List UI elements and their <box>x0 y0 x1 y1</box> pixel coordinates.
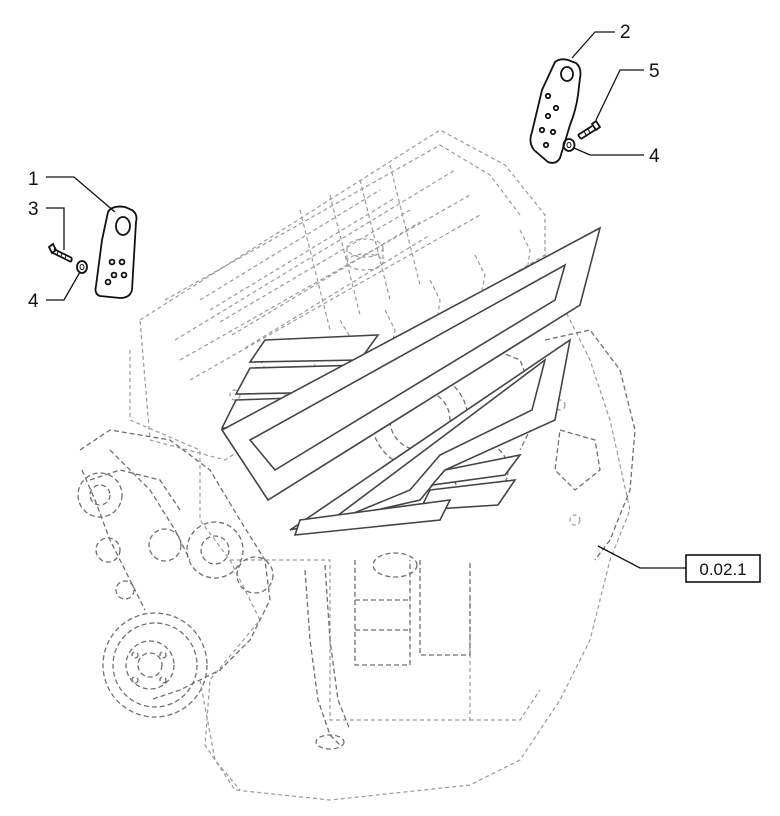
reference-box[interactable] <box>685 554 761 583</box>
bolt-part-5 <box>577 119 602 140</box>
callout-4-left: 4 <box>28 291 39 312</box>
washer-part-4-right <box>562 138 576 152</box>
callout-4-right: 4 <box>649 146 660 167</box>
washer-part-4-left <box>76 260 88 274</box>
callout-3: 3 <box>28 199 39 220</box>
reference-label: 0.02.1 <box>699 560 746 579</box>
callout-5: 5 <box>649 61 660 82</box>
lifting-bracket-part-2 <box>529 58 582 164</box>
callout-1: 1 <box>28 169 39 190</box>
leader-lines <box>46 31 686 569</box>
washer-hole-left <box>79 264 85 270</box>
lifting-bracket-part-1 <box>94 205 138 299</box>
bolt-part-3 <box>47 242 73 263</box>
engine-outline <box>77 129 636 801</box>
watermark-logo <box>220 226 602 536</box>
washer-hole-right <box>566 142 572 148</box>
callout-2: 2 <box>620 22 631 43</box>
